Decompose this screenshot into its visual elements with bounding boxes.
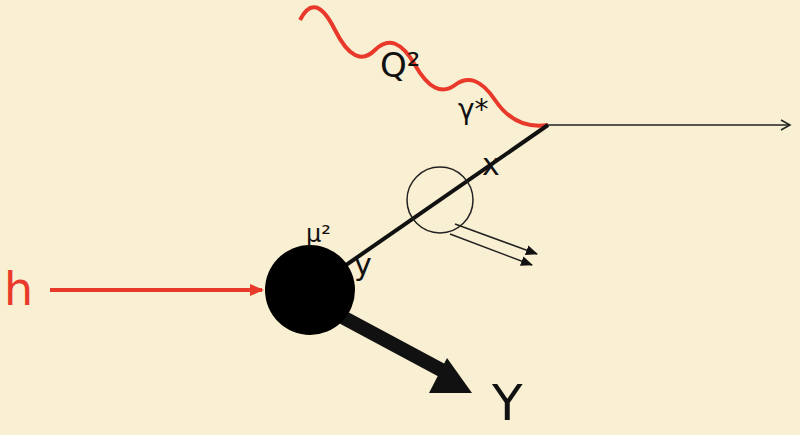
momentum-fraction: y	[354, 250, 372, 280]
hadron-line	[50, 288, 262, 292]
remnant-arrowhead	[429, 358, 472, 393]
scale-label: μ²	[306, 222, 331, 246]
emission-arrow	[455, 224, 537, 254]
emission-arrow	[450, 234, 532, 265]
photon-line	[300, 7, 548, 126]
emission-circle	[407, 167, 473, 233]
hadron-blob	[265, 245, 355, 335]
momentum-fraction: x	[482, 150, 500, 180]
scale-label: Q²	[380, 48, 420, 82]
remnant-label: Y	[492, 378, 523, 428]
photon-label: γ*	[458, 96, 489, 124]
hadron-label: h	[4, 266, 33, 312]
outgoing-quark	[548, 124, 790, 126]
